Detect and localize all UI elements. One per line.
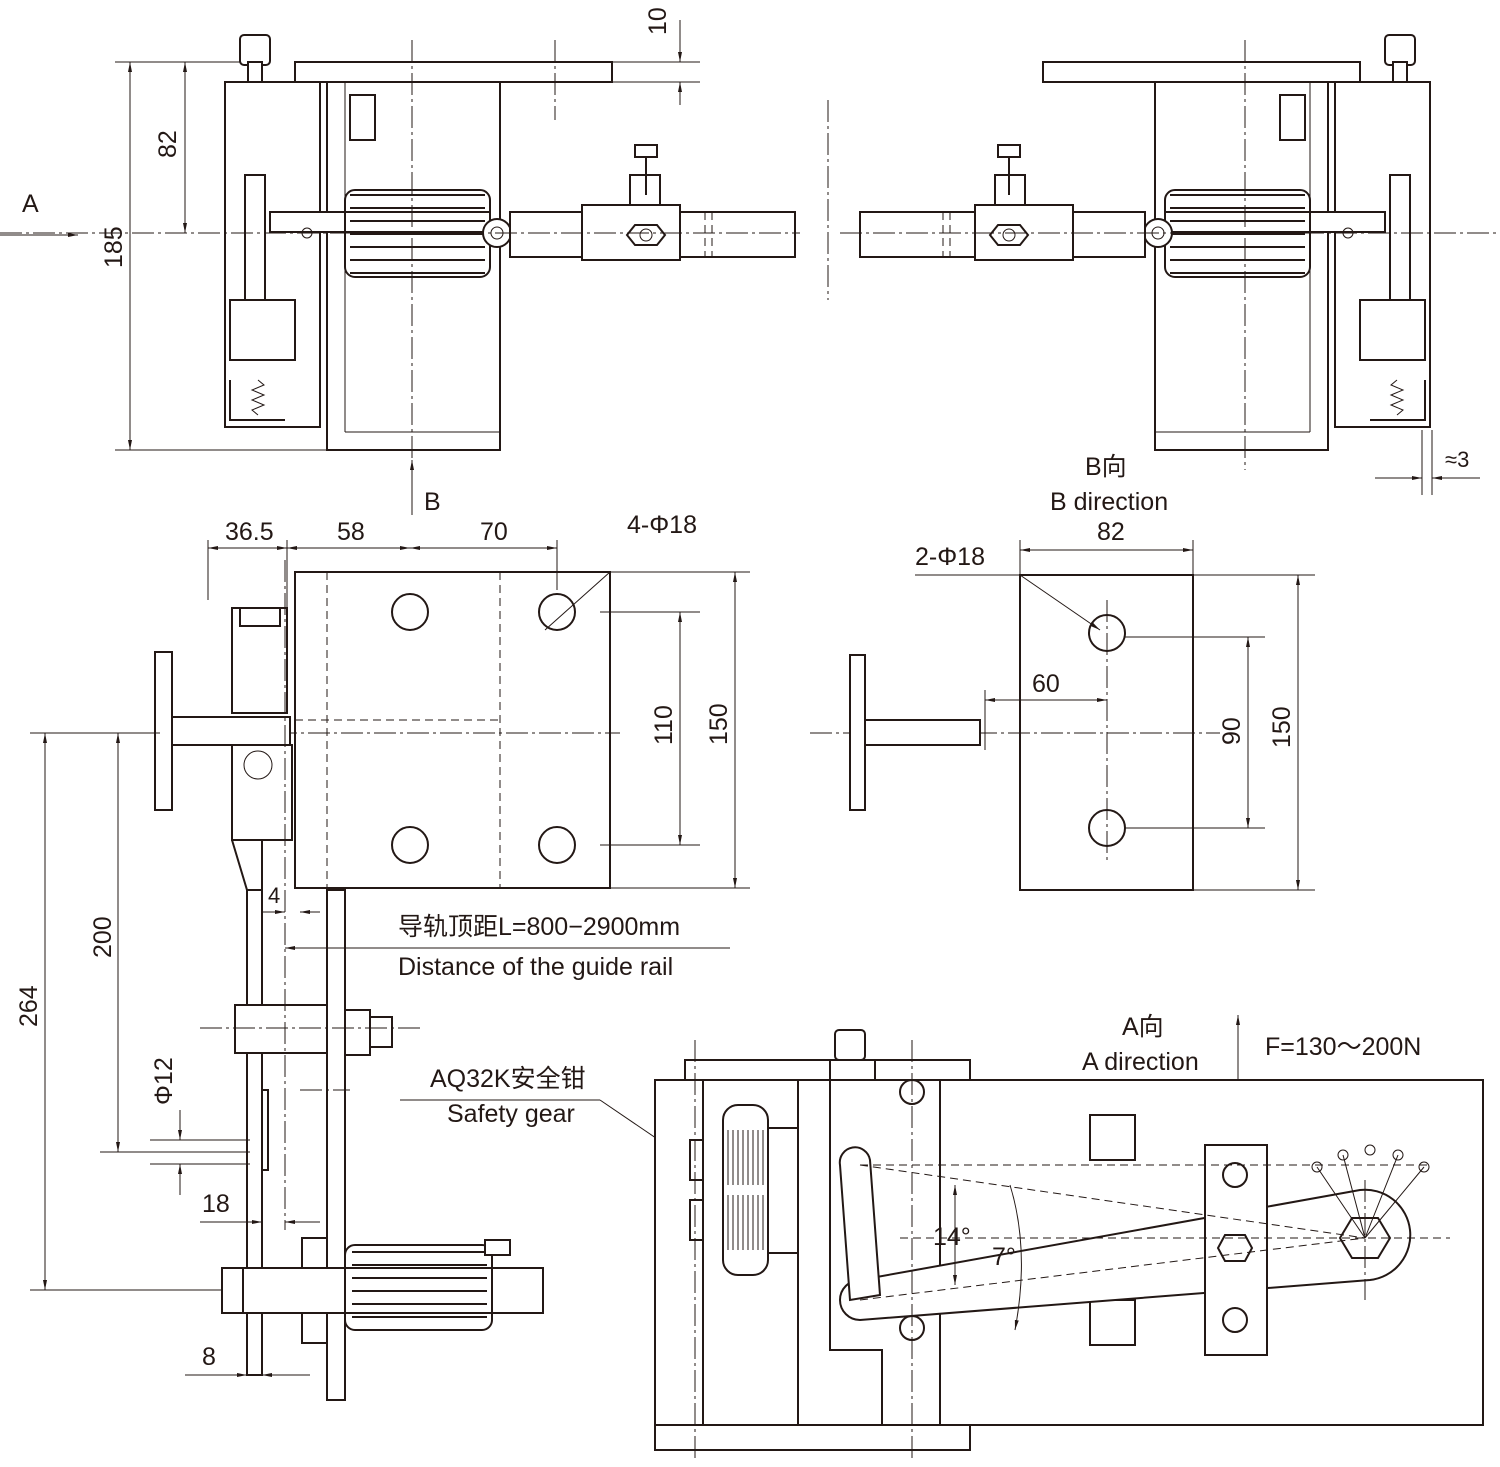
side-dimensions <box>30 540 750 1377</box>
side-view <box>110 560 620 1401</box>
holes-2-phi18: 2-Φ18 <box>915 543 985 571</box>
dim-18: 18 <box>202 1190 230 1218</box>
angle-14: 14° <box>933 1223 971 1251</box>
dim-200: 200 <box>89 916 117 958</box>
arrow-a-label: A <box>22 190 39 218</box>
dim-60: 60 <box>1032 670 1060 698</box>
a-view-title-en: A direction <box>1082 1048 1199 1076</box>
rail-distance-en: Distance of the guide rail <box>398 953 673 981</box>
b-view-title-cn: B向 <box>1085 453 1127 481</box>
dim-phi12: Φ12 <box>150 1057 178 1105</box>
dim-150: 150 <box>705 703 733 745</box>
dim-82: 82 <box>154 130 182 158</box>
holes-4-phi18: 4-Φ18 <box>627 511 697 539</box>
dim-approx-3: ≈3 <box>1445 447 1469 472</box>
top-view-left <box>0 34 800 470</box>
dim-58: 58 <box>337 518 365 546</box>
b-view-title-en: B direction <box>1050 488 1168 516</box>
b-dim-150: 150 <box>1268 706 1296 748</box>
dim-8: 8 <box>202 1343 216 1371</box>
top-view-right <box>827 34 1500 470</box>
dim-110: 110 <box>650 705 678 745</box>
angle-7: 7° <box>992 1243 1016 1271</box>
b-direction-view <box>810 540 1315 891</box>
safety-gear-cn: AQ32K安全钳 <box>430 1065 586 1093</box>
top-dimensions <box>0 20 1480 515</box>
dim-90: 90 <box>1218 717 1246 745</box>
dim-70: 70 <box>480 518 508 546</box>
safety-gear-en: Safety gear <box>447 1100 575 1128</box>
a-view-title-cn: A向 <box>1122 1013 1164 1041</box>
dim-264: 264 <box>15 985 43 1027</box>
dim-185: 185 <box>100 226 128 268</box>
force-range: F=130～200N <box>1265 1033 1421 1061</box>
b-dim-82: 82 <box>1097 518 1125 546</box>
dim-4: 4 <box>268 883 280 908</box>
arrow-b-label: B <box>424 488 441 516</box>
dim-36-5: 36.5 <box>225 518 274 546</box>
dim-10: 10 <box>644 7 672 35</box>
rail-distance-cn: 导轨顶距L=800−2900mm <box>398 913 680 941</box>
a-direction-view <box>654 1015 1484 1460</box>
